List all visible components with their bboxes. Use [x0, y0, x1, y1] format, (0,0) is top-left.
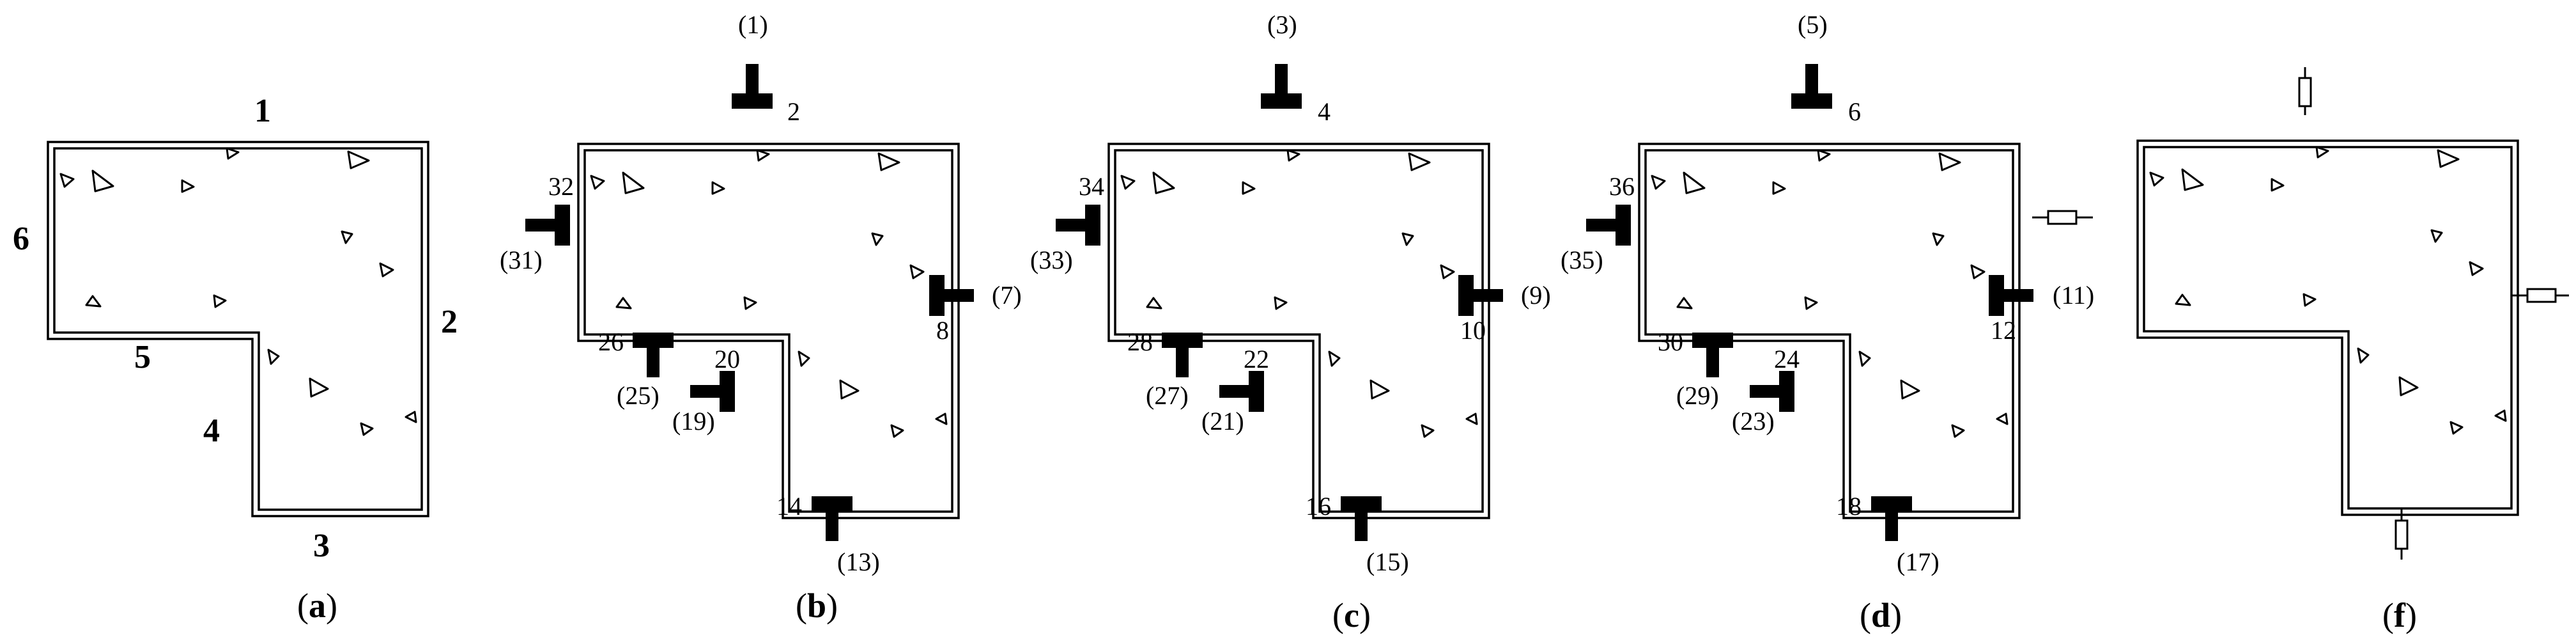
- caption-b: (b): [796, 586, 838, 625]
- sensor-f-bottom: [2395, 508, 2409, 560]
- label-b-31: (31): [500, 246, 543, 274]
- label-c-10: 10: [1460, 316, 1486, 345]
- label-c-15: (15): [1366, 547, 1409, 576]
- label-c-28: 28: [1127, 327, 1153, 356]
- label-c-27: (27): [1146, 381, 1189, 410]
- panel-a: [47, 141, 429, 517]
- label-d-12: 12: [1991, 316, 2016, 345]
- label-d-35: (35): [1561, 246, 1603, 274]
- label-c-21: (21): [1201, 407, 1244, 436]
- label-d-23: (23): [1732, 407, 1775, 436]
- label-c-22: 22: [1244, 345, 1269, 373]
- label-d-17: (17): [1897, 547, 1940, 576]
- label-c-9: (9): [1521, 281, 1551, 310]
- edge-label-5: 5: [134, 339, 151, 375]
- label-b-2: 2: [787, 97, 800, 126]
- sensor-f-right: [2511, 288, 2569, 303]
- edge-label-1: 1: [254, 93, 271, 129]
- label-d-11: (11): [2053, 281, 2094, 310]
- transducer-c-inner-top: [1162, 333, 1203, 377]
- label-d-30: 30: [1658, 327, 1683, 356]
- label-d-36: 36: [1609, 172, 1635, 201]
- label-b-19: (19): [672, 407, 715, 436]
- panel-c: [1107, 143, 1490, 519]
- label-b-7: (7): [992, 281, 1022, 310]
- edge-label-4: 4: [203, 412, 220, 449]
- transducer-c-right: [1458, 275, 1503, 316]
- sensor-f-top: [2298, 67, 2312, 115]
- label-b-14: 14: [776, 492, 802, 521]
- transducer-c-inner-side: [1219, 371, 1264, 412]
- transducer-b-top: [732, 64, 773, 109]
- label-c-33: (33): [1030, 246, 1073, 274]
- caption-c: (c): [1332, 596, 1371, 634]
- label-c-34: 34: [1079, 172, 1104, 201]
- edge-label-2: 2: [441, 304, 458, 340]
- transducer-b-inner-top: [633, 333, 674, 377]
- panel-f: [2136, 139, 2519, 516]
- transducer-b-left: [525, 205, 570, 246]
- transducer-d-inner-side: [1750, 371, 1794, 412]
- label-b-32: 32: [548, 172, 574, 201]
- label-c-3: (3): [1267, 10, 1297, 39]
- caption-d: (d): [1860, 596, 1902, 634]
- transducer-d-top: [1791, 64, 1832, 109]
- label-b-1: (1): [738, 10, 768, 39]
- label-b-25: (25): [617, 381, 659, 410]
- edge-label-6: 6: [13, 221, 29, 257]
- transducer-d-right: [1989, 275, 2033, 316]
- label-d-24: 24: [1774, 345, 1800, 373]
- panel-d: [1638, 143, 2021, 519]
- sensor-d-horizontal: [2032, 210, 2093, 225]
- label-d-18: 18: [1836, 492, 1862, 521]
- label-b-26: 26: [598, 327, 624, 356]
- transducer-c-top: [1261, 64, 1302, 109]
- caption-a: (a): [297, 586, 337, 625]
- label-c-16: 16: [1306, 492, 1331, 521]
- transducer-d-inner-top: [1692, 333, 1733, 377]
- label-d-29: (29): [1676, 381, 1719, 410]
- panel-b: [577, 143, 960, 519]
- label-b-20: 20: [714, 345, 740, 373]
- transducer-b-inner-side: [690, 371, 735, 412]
- transducer-d-left: [1586, 205, 1631, 246]
- label-b-8: 8: [936, 316, 949, 345]
- label-d-5: (5): [1798, 10, 1828, 39]
- edge-label-3: 3: [313, 528, 330, 564]
- label-c-4: 4: [1318, 97, 1330, 126]
- transducer-c-left: [1056, 205, 1100, 246]
- label-b-13: (13): [837, 547, 880, 576]
- label-d-6: 6: [1848, 97, 1861, 126]
- caption-f: (f): [2382, 596, 2417, 634]
